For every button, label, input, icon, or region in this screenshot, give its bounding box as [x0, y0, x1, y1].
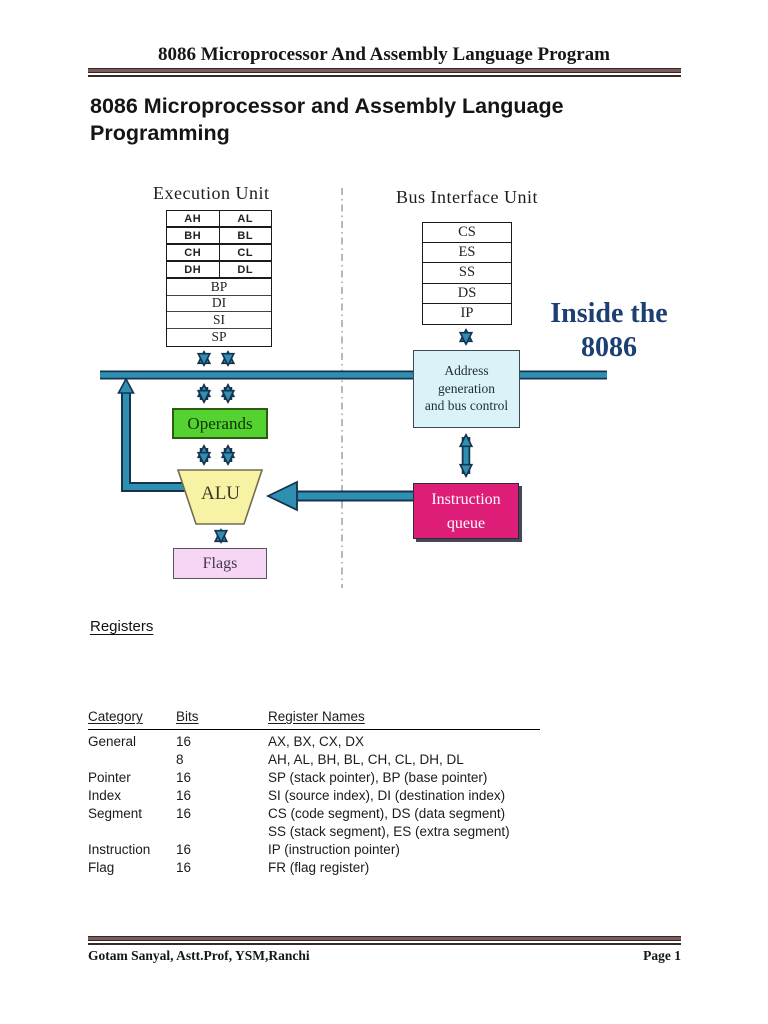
table-row: Index 16 SI (source index), DI (destinat…	[88, 788, 506, 803]
execution-unit-label: Execution Unit	[153, 183, 270, 203]
register-dl: DL	[218, 262, 272, 277]
eu-register-row: DH DL	[167, 262, 271, 279]
register-ss: SS	[423, 263, 511, 284]
eu-register-row: CH CL	[167, 245, 271, 262]
table-row: 8 AH, AL, BH, BL, CH, CL, DH, DL	[176, 752, 464, 767]
register-dh: DH	[184, 263, 202, 276]
register-ah: AH	[184, 212, 202, 225]
biu-register-table: CS ES SS DS IP	[422, 222, 512, 325]
register-cl: CL	[218, 245, 272, 260]
table-row: SS (stack segment), ES (extra segment)	[268, 824, 510, 839]
operands-box: Operands	[172, 408, 268, 439]
registers-heading: Registers	[90, 618, 154, 635]
header-rule	[88, 68, 681, 77]
footer-rule	[88, 936, 681, 945]
register-ds: DS	[423, 284, 511, 304]
eu-register-table: AH AL BH BL CH CL DH DL BP DI SI SP	[166, 210, 272, 347]
iq-alu-arrow	[265, 480, 413, 512]
table-row: General 16 AX, BX, CX, DX	[88, 734, 365, 749]
col-category: Category	[88, 709, 143, 724]
page-footer: Gotam Sanyal, Astt.Prof, YSM,Ranchi Page…	[88, 948, 681, 964]
register-sp: SP	[211, 328, 227, 344]
register-bh: BH	[184, 229, 202, 242]
address-generation-box: Address generation and bus control	[413, 350, 520, 428]
col-register-names: Register Names	[268, 709, 365, 724]
alu-box: ALU	[200, 483, 241, 504]
table-row: Instruction 16 IP (instruction pointer)	[88, 842, 400, 857]
register-si: SI	[167, 312, 271, 329]
register-ch: CH	[184, 246, 202, 259]
table-row: Pointer 16 SP (stack pointer), BP (base …	[88, 770, 488, 785]
register-ip: IP	[460, 305, 474, 322]
eu-register-row: BH BL	[167, 228, 271, 245]
registers-table-header: Category Bits Register Names	[88, 708, 540, 730]
doc-title-line2: Programming	[90, 121, 230, 145]
register-bp: BP	[167, 279, 271, 296]
doc-title-line1: 8086 Microprocessor and Assembly Languag…	[90, 94, 564, 118]
footer-author: Gotam Sanyal, Astt.Prof, YSM,Ranchi	[88, 948, 310, 963]
flags-box: Flags	[173, 548, 267, 579]
doc-title: 8086 Microprocessor and Assembly Languag…	[90, 93, 680, 147]
register-bl: BL	[218, 228, 272, 243]
registers-table: Category Bits Register Names General 16 …	[88, 708, 540, 877]
inside-8086-label: Inside the 8086	[550, 298, 668, 363]
register-cs: CS	[423, 223, 511, 244]
eu-register-row: AH AL	[167, 211, 271, 228]
page-header-title: 8086 Microprocessor And Assembly Languag…	[158, 44, 610, 65]
table-row: Segment 16 CS (code segment), DS (data s…	[88, 806, 506, 821]
col-bits: Bits	[176, 709, 199, 724]
register-es: ES	[423, 243, 511, 264]
table-row: Flag 16 FR (flag register)	[88, 860, 370, 875]
register-al: AL	[218, 211, 272, 226]
bus-interface-unit-label: Bus Interface Unit	[396, 187, 538, 207]
instruction-queue-box: Instruction queue	[413, 483, 519, 539]
footer-page-number: Page 1	[643, 948, 681, 963]
register-di: DI	[167, 295, 271, 312]
